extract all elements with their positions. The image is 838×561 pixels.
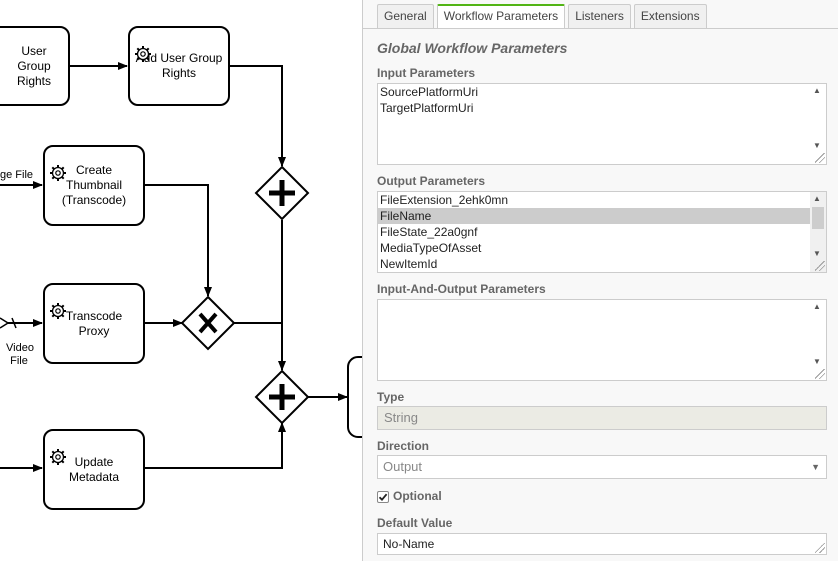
task-user-group-rights[interactable]: User Group Rights: [0, 26, 70, 106]
resize-grip-icon[interactable]: [815, 369, 825, 379]
checkmark-icon: [378, 493, 388, 502]
input-output-parameters-textarea[interactable]: ▲ ▼: [377, 299, 827, 381]
scrollbar-thumb[interactable]: [812, 207, 824, 229]
output-parameter-item[interactable]: NewItemId: [380, 257, 438, 271]
default-value-input[interactable]: No-Name: [377, 533, 827, 555]
tab-workflow-parameters[interactable]: Workflow Parameters: [436, 4, 566, 29]
task-label: User Group Rights: [16, 43, 51, 88]
default-value-label: Default Value: [377, 516, 453, 530]
parallel-gateway-1[interactable]: [254, 165, 310, 221]
resize-grip-icon[interactable]: [815, 261, 825, 271]
parallel-gateway-2[interactable]: [254, 369, 310, 425]
task-add-user-group-rights[interactable]: Add User Group Rights: [128, 26, 230, 106]
direction-label: Direction: [377, 439, 430, 453]
image-file-label: ge File: [0, 169, 34, 181]
scroll-down-icon[interactable]: ▼: [813, 249, 821, 258]
type-field: String: [377, 406, 827, 430]
scroll-up-icon[interactable]: ▲: [813, 302, 821, 311]
properties-panel: General Workflow Parameters Listeners Ex…: [362, 0, 838, 561]
input-parameter-line: TargetPlatformUri: [380, 101, 474, 115]
scroll-down-icon[interactable]: ▼: [813, 357, 821, 366]
tab-extensions[interactable]: Extensions: [633, 4, 707, 28]
default-value-text: No-Name: [383, 537, 435, 551]
task-update-metadata[interactable]: Update Metadata: [43, 429, 145, 510]
gear-icon: [49, 433, 67, 465]
output-parameters-scrollbar[interactable]: ▲ ▼: [810, 192, 826, 272]
tab-general[interactable]: General: [377, 4, 434, 28]
output-parameter-item[interactable]: MediaTypeOfAsset: [380, 241, 482, 255]
flow-metadata-to-parallel-2: [145, 422, 286, 469]
gear-icon: [49, 149, 67, 181]
gear-icon: [49, 287, 67, 319]
video-file-label: Video File: [6, 342, 34, 367]
output-parameters-label: Output Parameters: [377, 174, 486, 188]
task-label: Transcode Proxy: [65, 308, 123, 338]
scroll-down-icon[interactable]: ▼: [813, 141, 821, 150]
scroll-up-icon[interactable]: ▲: [813, 86, 821, 95]
flow-thumbnail-to-exclusive: [145, 184, 212, 297]
resize-grip-icon[interactable]: [815, 543, 825, 553]
task-create-thumbnail[interactable]: Create Thumbnail (Transcode): [43, 145, 145, 226]
output-parameter-item[interactable]: FileExtension_2ehk0mn: [380, 193, 509, 207]
direction-value: Output: [383, 459, 423, 474]
type-label: Type: [377, 390, 405, 404]
tab-listeners[interactable]: Listeners: [568, 4, 631, 28]
exclusive-gateway[interactable]: [180, 295, 236, 351]
next-task-partial: [347, 356, 362, 438]
flow-add-rights-to-parallel-1: [230, 65, 286, 167]
input-parameters-scrollbar[interactable]: ▲ ▼: [810, 84, 826, 164]
tab-bar: General Workflow Parameters Listeners Ex…: [377, 4, 707, 29]
group-title: Global Workflow Parameters: [377, 40, 568, 56]
output-parameter-item[interactable]: FileState_22a0gnf: [380, 225, 478, 239]
tab-divider: [363, 28, 838, 29]
optional-checkbox[interactable]: [377, 491, 389, 503]
resize-grip-icon[interactable]: [815, 153, 825, 163]
gear-icon: [134, 30, 152, 62]
output-parameters-list[interactable]: FileExtension_2ehk0mn FileName FileState…: [377, 191, 827, 273]
sequence-flows: [0, 62, 362, 472]
optional-label: Optional: [393, 489, 442, 503]
task-label: Update Metadata: [68, 454, 120, 484]
input-output-parameters-label: Input-And-Output Parameters: [377, 282, 546, 296]
chevron-down-icon[interactable]: ▼: [811, 462, 820, 472]
input-parameter-line: SourcePlatformUri: [380, 85, 479, 99]
input-parameters-textarea[interactable]: SourcePlatformUri TargetPlatformUri ▲ ▼: [377, 83, 827, 165]
input-output-parameters-scrollbar[interactable]: ▲ ▼: [810, 300, 826, 380]
scroll-up-icon[interactable]: ▲: [813, 194, 821, 203]
direction-select[interactable]: Output ▼: [377, 455, 827, 479]
bpmn-diagram-canvas[interactable]: User Group Rights Add User Group Rights …: [0, 0, 362, 561]
task-label: Create Thumbnail (Transcode): [61, 163, 127, 207]
output-parameter-item-selected[interactable]: FileName: [378, 208, 826, 224]
task-transcode-proxy[interactable]: Transcode Proxy: [43, 283, 145, 364]
input-parameters-label: Input Parameters: [377, 66, 476, 80]
